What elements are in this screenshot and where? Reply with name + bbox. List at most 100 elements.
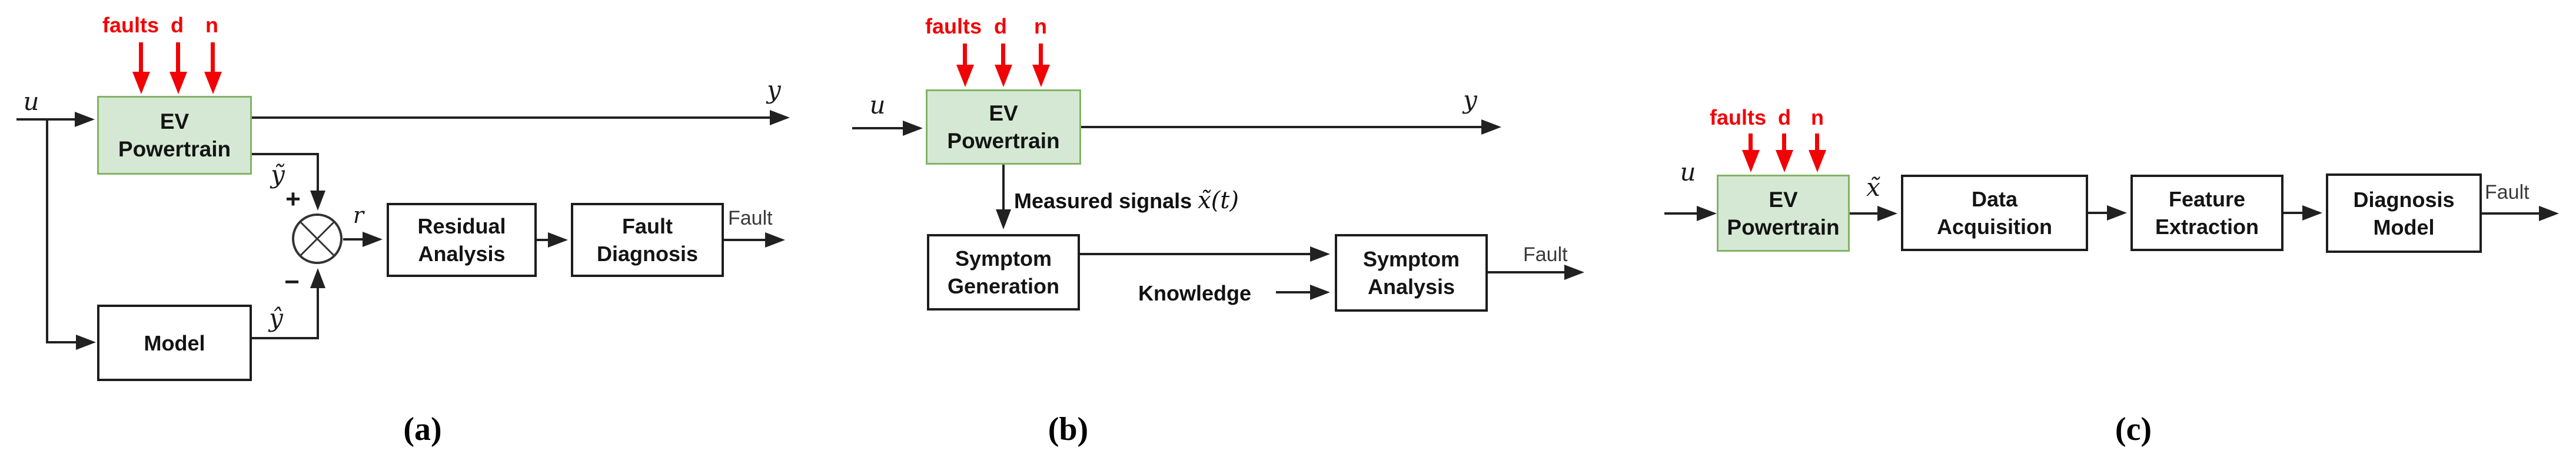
block-label: Diagnosis [2353, 187, 2455, 212]
block-label: Generation [947, 274, 1060, 298]
connector-arrowhead-icon [548, 232, 568, 248]
disturbance-arrow [1001, 44, 1005, 67]
plus-sign: + [285, 185, 301, 213]
block-symptom-generation: Symptom Generation [927, 234, 1080, 311]
noise-arrowhead-icon [1809, 150, 1826, 172]
connector-line [537, 239, 550, 241]
fault-arrowhead-icon [132, 72, 150, 94]
fault-arrow [139, 42, 143, 73]
block-fault-diagnosis: Fault Diagnosis [571, 203, 724, 277]
block-label: Model [2373, 215, 2435, 239]
block-data-acquisition: Data Acquisition [1901, 175, 2088, 251]
branch-line [46, 341, 77, 343]
fault-arrow [1749, 133, 1753, 152]
model-output-line [317, 287, 319, 339]
connector-arrowhead-icon [2107, 205, 2127, 221]
fault-input-label: faults [925, 14, 982, 38]
block-ev-powertrain: EV Powertrain [97, 96, 252, 175]
block-label: EV [989, 101, 1018, 125]
fault-output-line [724, 239, 766, 241]
branch-line [46, 118, 48, 343]
model-output-line [252, 337, 319, 339]
block-label: Symptom [1362, 247, 1460, 271]
block-residual-analysis: Residual Analysis [387, 203, 537, 277]
summing-junction-icon [292, 213, 343, 264]
block-label: Symptom [955, 246, 1052, 271]
fault-input-label: faults [102, 13, 159, 37]
block-label: Residual [417, 214, 506, 238]
input-line [1664, 212, 1699, 215]
noise-input-label: n [1034, 14, 1047, 38]
noise-arrow [1815, 133, 1819, 152]
fault-output-arrowhead-icon [1564, 265, 1584, 280]
block-ev-powertrain: EV Powertrain [926, 89, 1081, 165]
knowledge-label: Knowledge [1138, 281, 1251, 305]
residual-r-label: r [353, 202, 364, 228]
knowledge-arrowhead-icon [1310, 285, 1330, 300]
residual-arrowhead-icon [363, 232, 383, 247]
connector-arrowhead-icon [1877, 206, 1897, 221]
block-ev-powertrain: EV Powertrain [1717, 175, 1850, 252]
fault-output-label: Fault [728, 207, 773, 229]
fault-output-label: Fault [1523, 243, 1568, 266]
model-arrowhead-icon [310, 268, 325, 288]
fault-output-arrowhead-icon [2539, 206, 2559, 221]
output-y-label: y [1463, 85, 1477, 114]
noise-input-label: n [205, 13, 218, 37]
connector-line [2088, 212, 2109, 214]
disturbance-arrowhead-icon [995, 65, 1012, 87]
input-u-label: u [23, 87, 39, 116]
disturbance-arrowhead-icon [169, 72, 187, 94]
measured-output-line [252, 153, 319, 155]
fault-output-line [2482, 212, 2540, 215]
caption-a: (a) [403, 411, 442, 448]
output-y-arrowhead-icon [770, 110, 790, 125]
disturbance-input-label: d [994, 14, 1007, 38]
output-y-line [1081, 126, 1481, 128]
branch-arrowhead-icon [76, 335, 96, 350]
block-model: Model [97, 305, 252, 381]
block-label: Fault [622, 214, 673, 238]
fault-input-label: faults [1709, 105, 1766, 129]
measured-signals-text: Measured signals [1014, 189, 1192, 213]
input-arrowhead-icon [1697, 206, 1717, 221]
connector-arrowhead-icon [2302, 205, 2322, 221]
output-y-label: y [767, 75, 781, 104]
disturbance-arrow [176, 42, 180, 73]
measured-signals-label: Measured signals x̃(t) [1014, 187, 1239, 214]
input-u-label: u [1680, 158, 1696, 186]
fault-arrowhead-icon [956, 65, 974, 87]
y-tilde-label: ỹ [271, 160, 285, 189]
symptom-arrowhead-icon [1310, 246, 1330, 262]
symptom-line [1080, 253, 1312, 255]
input-line [852, 127, 903, 129]
block-label: Acquisition [1937, 215, 2052, 239]
connector-line [1850, 212, 1879, 215]
minus-sign: − [284, 268, 300, 296]
block-label: Diagnosis [596, 242, 699, 266]
caption-b: (b) [1048, 411, 1089, 448]
y-hat-label: ŷ [269, 303, 283, 332]
block-label: Powertrain [1727, 215, 1840, 239]
fault-arrowhead-icon [1742, 150, 1760, 172]
noise-arrowhead-icon [204, 72, 222, 94]
knowledge-line [1276, 291, 1312, 293]
noise-arrow [211, 42, 215, 73]
block-label: Analysis [418, 242, 506, 266]
block-label: Data [1971, 187, 2018, 211]
block-label: EV [1769, 187, 1798, 212]
noise-arrow [1039, 44, 1043, 67]
disturbance-arrow [1782, 133, 1786, 152]
fault-arrow [963, 44, 967, 67]
block-feature-extraction: Feature Extraction [2130, 175, 2284, 251]
caption-c: (c) [2115, 411, 2152, 448]
block-label: Powertrain [947, 129, 1060, 153]
block-label: Feature [2168, 187, 2246, 211]
measured-signals-line [1002, 165, 1005, 211]
output-y-arrowhead-icon [1481, 119, 1501, 135]
input-arrowhead-icon [75, 112, 95, 127]
x-tilde-label: x̃ [1866, 173, 1880, 202]
connector-line [2284, 212, 2304, 214]
block-label: Analysis [1367, 275, 1455, 299]
